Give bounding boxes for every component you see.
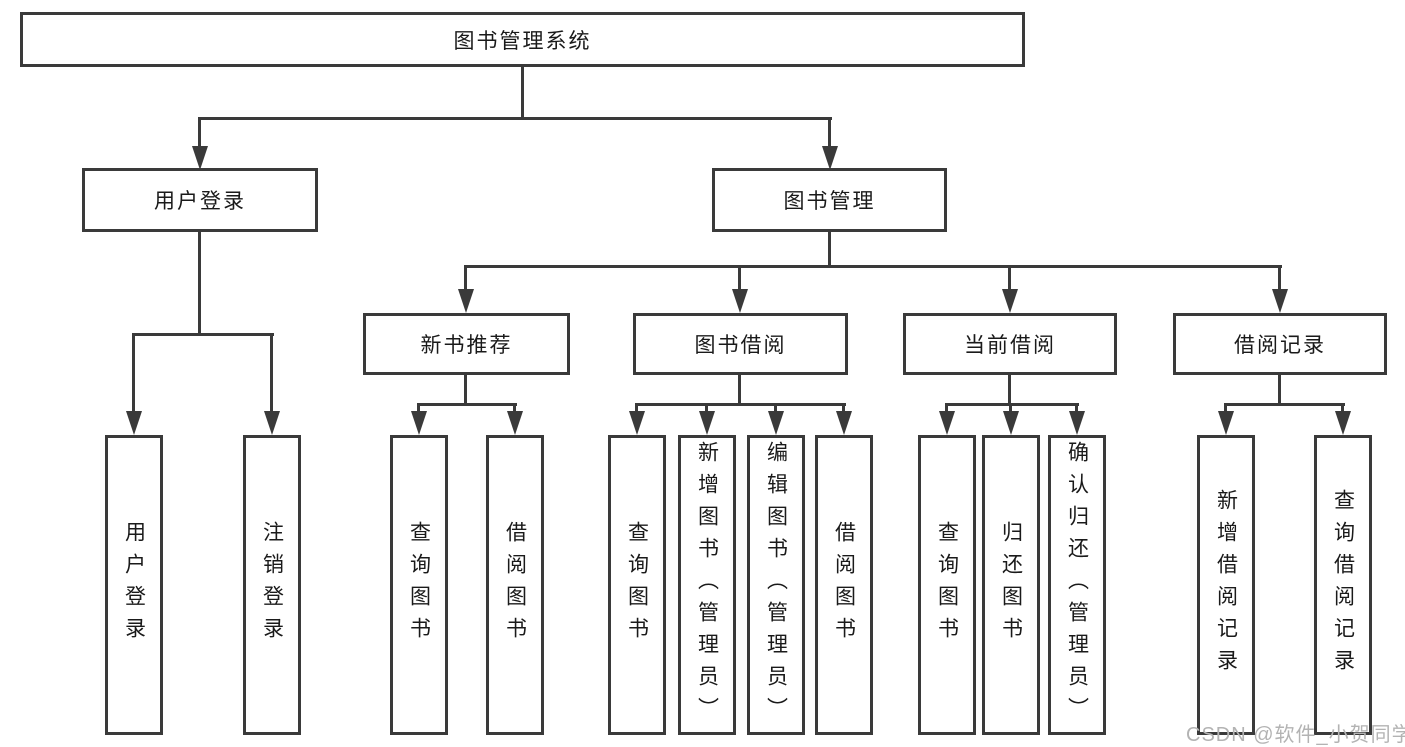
arrow-down-icon (1272, 289, 1288, 313)
leaf-label: 查询图书 (935, 521, 959, 649)
arrow-down-icon (732, 289, 748, 313)
connector-stem (842, 403, 845, 415)
connector-stem (635, 403, 638, 415)
leaf-label: 注销登录 (260, 521, 284, 649)
leaf-label: 用户登录 (122, 521, 146, 649)
connector-bar (132, 333, 274, 336)
arrow-down-icon (264, 411, 280, 435)
connector-stem (132, 333, 135, 413)
leaf-label: 新增图书（管理员） (695, 441, 719, 729)
arrow-down-icon (768, 411, 784, 435)
leaf-query-books: 查询图书 (918, 435, 976, 735)
connector-bar (1224, 403, 1345, 406)
connector-stem (705, 403, 708, 415)
connector-stem (738, 375, 741, 406)
connector-stem (1075, 403, 1078, 415)
arrow-down-icon (192, 146, 208, 170)
leaf-query-books: 查询图书 (608, 435, 666, 735)
leaf-query-books: 查询图书 (390, 435, 448, 735)
connector-stem (1341, 403, 1344, 415)
leaf-label: 归还图书 (999, 521, 1023, 649)
connector-stem (1278, 265, 1281, 293)
connector-stem (774, 403, 777, 415)
connector-stem (828, 117, 831, 150)
leaf-user-login: 用户登录 (105, 435, 163, 735)
connector-stem (198, 232, 201, 336)
leaf-return-books: 归还图书 (982, 435, 1040, 735)
leaf-label: 确认归还（管理员） (1065, 441, 1089, 729)
arrow-down-icon (629, 411, 645, 435)
node-current-borrowing: 当前借阅 (903, 313, 1117, 375)
csdn-watermark: CSDN @软件_小贺同学 (1186, 724, 1405, 746)
node-new-book-recommend: 新书推荐 (363, 313, 570, 375)
arrow-down-icon (458, 289, 474, 313)
connector-stem (270, 333, 273, 413)
node-user-login: 用户登录 (82, 168, 318, 232)
leaf-borrow-books: 借阅图书 (486, 435, 544, 735)
arrow-down-icon (836, 411, 852, 435)
connector-stem (1008, 375, 1011, 406)
leaf-label: 借阅图书 (832, 521, 856, 649)
connector-stem (464, 265, 467, 293)
connector-stem (1278, 375, 1281, 406)
arrow-down-icon (411, 411, 427, 435)
connector-bar (945, 403, 1079, 406)
leaf-borrow-books: 借阅图书 (815, 435, 873, 735)
leaf-query-borrow-record: 查询借阅记录 (1314, 435, 1372, 735)
leaf-label: 查询图书 (407, 521, 431, 649)
leaf-label: 编辑图书（管理员） (764, 441, 788, 729)
connector-stem (1224, 403, 1227, 415)
arrow-down-icon (699, 411, 715, 435)
leaf-label: 新增借阅记录 (1214, 489, 1238, 681)
arrow-down-icon (1335, 411, 1351, 435)
connector-level2-bar (198, 117, 832, 120)
leaf-label: 查询借阅记录 (1331, 489, 1355, 681)
connector-stem (198, 117, 201, 150)
connector-level3-bar (464, 265, 1282, 268)
node-book-borrowing: 图书借阅 (633, 313, 848, 375)
node-library-management-system: 图书管理系统 (20, 12, 1025, 67)
connector-bar (635, 403, 846, 406)
node-borrowing-records: 借阅记录 (1173, 313, 1387, 375)
arrow-down-icon (1069, 411, 1085, 435)
arrow-down-icon (1218, 411, 1234, 435)
leaf-add-books-admin: 新增图书（管理员） (678, 435, 736, 735)
leaf-confirm-return-admin: 确认归还（管理员） (1048, 435, 1106, 735)
arrow-down-icon (507, 411, 523, 435)
connector-stem (417, 403, 420, 415)
connector-bar (417, 403, 517, 406)
leaf-label: 查询图书 (625, 521, 649, 649)
connector-stem (1008, 265, 1011, 293)
connector-stem (828, 232, 831, 268)
connector-root-stem (521, 67, 524, 118)
arrow-down-icon (1003, 411, 1019, 435)
leaf-add-borrow-record: 新增借阅记录 (1197, 435, 1255, 735)
leaf-logout: 注销登录 (243, 435, 301, 735)
node-book-management: 图书管理 (712, 168, 947, 232)
connector-stem (945, 403, 948, 415)
arrow-down-icon (1002, 289, 1018, 313)
leaf-edit-books-admin: 编辑图书（管理员） (747, 435, 805, 735)
connector-stem (1009, 403, 1012, 415)
leaf-label: 借阅图书 (503, 521, 527, 649)
connector-stem (513, 403, 516, 415)
connector-stem (464, 375, 467, 406)
connector-stem (738, 265, 741, 293)
arrow-down-icon (126, 411, 142, 435)
arrow-down-icon (939, 411, 955, 435)
arrow-down-icon (822, 146, 838, 170)
